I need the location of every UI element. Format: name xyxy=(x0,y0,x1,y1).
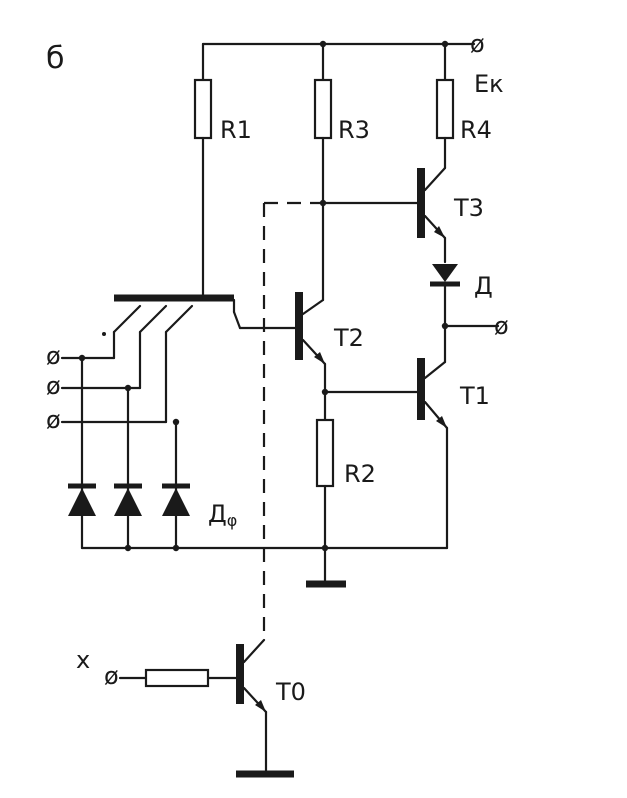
label-r2: R2 xyxy=(344,460,376,488)
t2-collector xyxy=(301,298,325,316)
t3-collector xyxy=(423,166,447,192)
input-terminal-1: ø xyxy=(46,342,61,370)
supply-label-ek: Eк xyxy=(474,70,504,98)
switch-contact-2 xyxy=(138,304,168,334)
figure-label: б xyxy=(46,41,65,76)
label-dphi: Дφ xyxy=(208,500,237,530)
label-t3: T3 xyxy=(453,194,484,222)
bus-wire xyxy=(232,310,242,330)
input-terminal-x: ø xyxy=(104,662,119,690)
resistor-r3 xyxy=(313,78,333,140)
label-r4: R4 xyxy=(460,116,492,144)
t0-emitter-arrow xyxy=(255,700,266,712)
output-terminal: ø xyxy=(494,312,509,340)
diode-d-symbol xyxy=(432,264,458,282)
switch-contact-3 xyxy=(164,304,194,334)
junction-dot xyxy=(321,544,329,552)
supply-terminal: ø xyxy=(470,30,485,58)
label-r1: R1 xyxy=(220,116,252,144)
label-r3: R3 xyxy=(338,116,370,144)
resistor-r4 xyxy=(435,78,455,140)
label-t1: T1 xyxy=(459,382,490,410)
t3-emitter-arrow xyxy=(434,226,445,238)
input-terminal-3: ø xyxy=(46,406,61,434)
resistor-r2 xyxy=(315,418,335,488)
mark-dot xyxy=(102,332,106,336)
resistor-r1 xyxy=(193,78,213,140)
label-d: Д xyxy=(474,272,493,300)
label-t0: T0 xyxy=(275,678,306,706)
switch-contact-1 xyxy=(112,304,142,334)
t1-emitter-arrow xyxy=(436,416,447,428)
label-t2: T2 xyxy=(333,324,364,352)
t0-input-resistor xyxy=(144,668,210,688)
input-terminal-2: ø xyxy=(46,372,61,400)
photodiode-1-symbol xyxy=(68,488,96,516)
t1-collector xyxy=(423,360,447,380)
input-label-x: x xyxy=(76,646,90,674)
photodiode-2-symbol xyxy=(114,488,142,516)
t2-emitter-arrow xyxy=(314,352,325,364)
photodiode-3-symbol xyxy=(162,488,190,516)
t0-collector xyxy=(242,638,266,664)
